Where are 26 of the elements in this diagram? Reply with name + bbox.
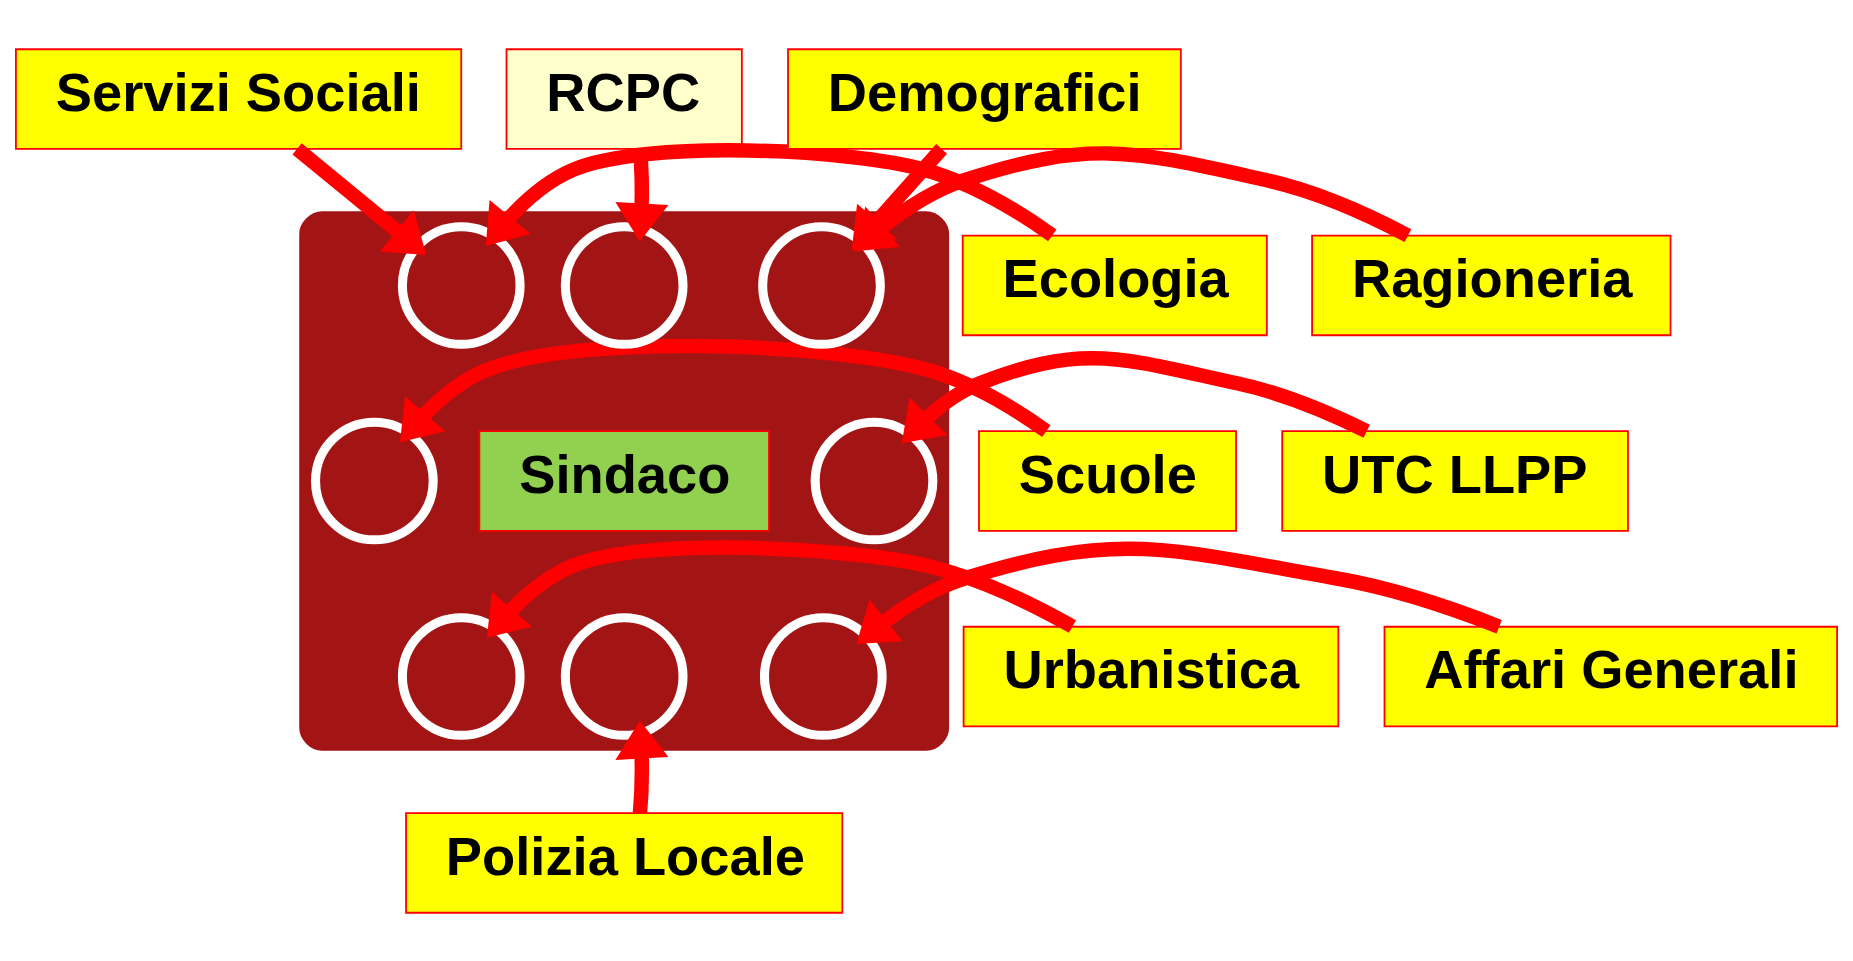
node-circle	[758, 221, 885, 349]
node-box: Demografici	[787, 47, 1182, 150]
node-box: RCPC	[505, 47, 743, 150]
node-box: Servizi Sociali	[15, 47, 463, 150]
node-box: Ragioneria	[1311, 234, 1672, 336]
node-box: Ecologia	[961, 234, 1268, 336]
node-circle	[759, 612, 887, 740]
node-circle	[311, 417, 438, 544]
node-circle	[397, 612, 525, 740]
node-circle	[810, 417, 938, 544]
node-circle	[560, 221, 688, 349]
node-box: Affari Generali	[1383, 625, 1838, 727]
node-box: Polizia Locale	[405, 811, 844, 914]
node-circle	[397, 221, 525, 349]
node-box: UTC LLPP	[1281, 429, 1629, 532]
arrow	[856, 541, 1502, 644]
arrow	[292, 142, 427, 255]
arrow	[615, 720, 669, 814]
node-box: Urbanistica	[962, 625, 1340, 727]
node-box: Sindaco	[478, 429, 770, 532]
arrow	[486, 539, 1076, 638]
arrow	[485, 142, 1057, 246]
node-circle	[560, 612, 688, 740]
arrow	[901, 350, 1370, 443]
arrow	[399, 338, 1051, 442]
node-box: Scuole	[978, 429, 1237, 532]
